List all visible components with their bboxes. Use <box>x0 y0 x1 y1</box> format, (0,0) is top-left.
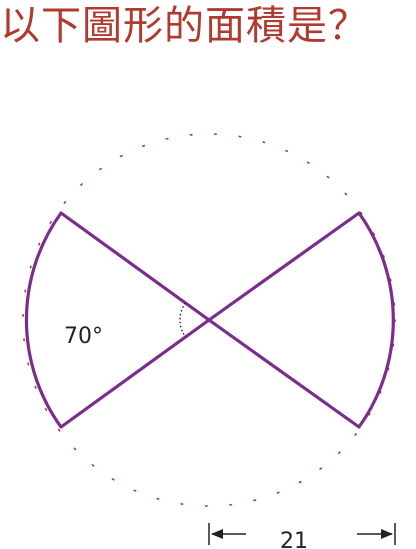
dimension-label: 21 <box>280 529 308 549</box>
right-sector <box>207 211 395 429</box>
dotted-circle <box>22 133 396 507</box>
angle-label: 70° <box>64 324 103 349</box>
dimension-arrowhead-left <box>211 529 223 539</box>
dimension-marker: 21 <box>208 523 396 549</box>
question-title: 以下圖形的面積是？ <box>0 3 369 49</box>
left-sector <box>24 211 211 429</box>
angle-arc <box>179 302 187 338</box>
dimension-arrowhead-right <box>381 529 393 539</box>
